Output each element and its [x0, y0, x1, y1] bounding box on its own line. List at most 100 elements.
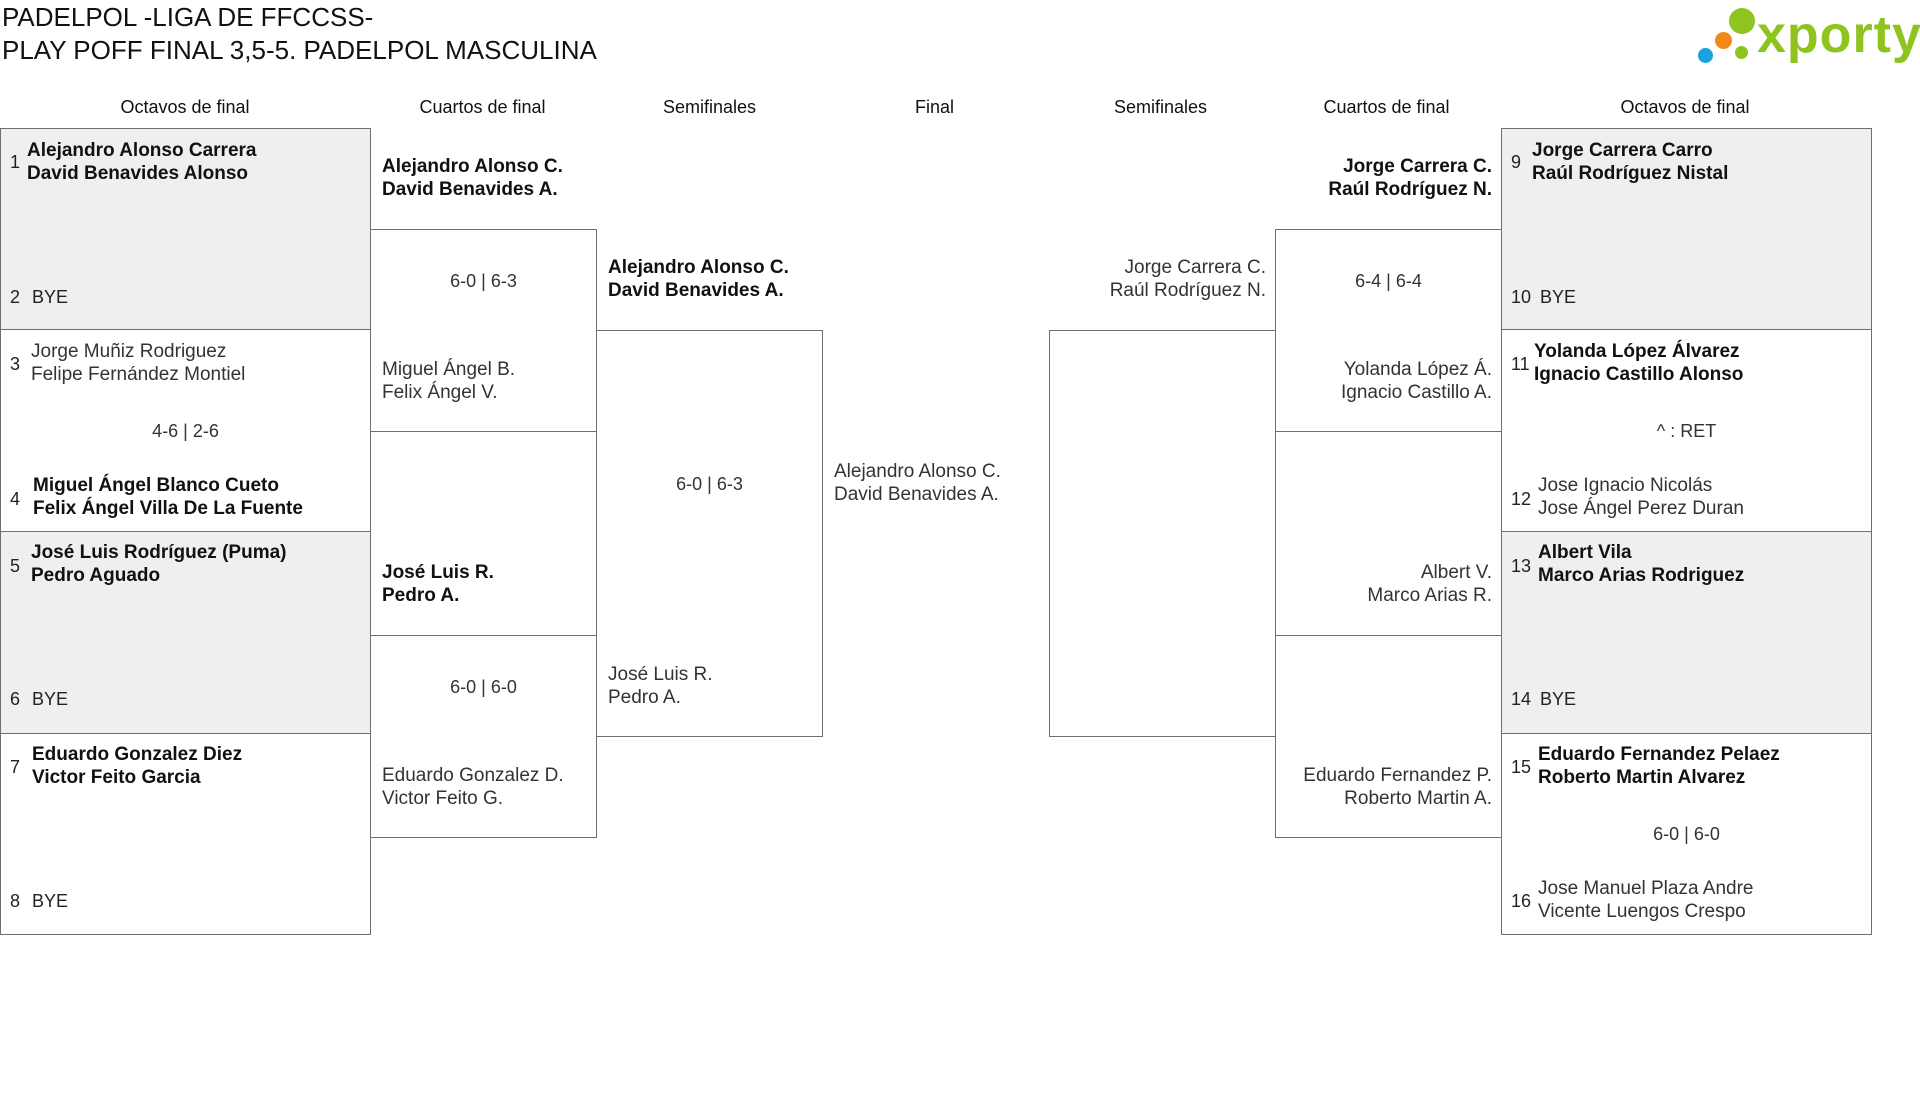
header-final: Final: [914, 97, 954, 117]
player-name: Victor Feito Garcia: [32, 767, 201, 788]
right-qf-m2-team2: Eduardo Fernandez P. Roberto Martin A.: [1303, 764, 1492, 810]
left-r16-match-1: [0, 128, 371, 330]
player-name: Alejandro Alonso Carrera: [27, 140, 257, 161]
logo-dot-green-small: [1735, 46, 1748, 59]
right-r16-m3-team: Albert Vila Marco Arias Rodriguez: [1538, 541, 1744, 587]
left-qf-m1-team1: Alejandro Alonso C. David Benavides A.: [382, 155, 563, 201]
player-name: Jorge Carrera C.: [1343, 156, 1492, 177]
player-name: Felipe Fernández Montiel: [31, 364, 246, 385]
player-name: Pedro Aguado: [31, 565, 161, 586]
player-name: Raúl Rodríguez Nistal: [1532, 163, 1729, 184]
player-name: Jorge Carrera C.: [1124, 257, 1267, 278]
player-name: Jorge Muñiz Rodriguez: [31, 341, 227, 362]
header-left-qf: Cuartos de final: [419, 97, 546, 117]
player-name: Marco Arias R.: [1367, 585, 1492, 606]
logo-dot-blue: [1698, 48, 1713, 63]
player-name: Roberto Martin A.: [1344, 788, 1492, 809]
player-name: Eduardo Gonzalez Diez: [32, 744, 243, 765]
match-score: 6-0 | 6-3: [450, 271, 517, 291]
right-r16-m4-team1: Eduardo Fernandez Pelaez Roberto Martin …: [1538, 743, 1780, 789]
left-qf-m2-team1: José Luis R. Pedro A.: [382, 561, 494, 607]
player-name: Jose Ignacio Nicolás: [1538, 475, 1713, 496]
right-r16-match-3: [1501, 531, 1872, 734]
player-name: José Luis R.: [382, 562, 494, 583]
seed-8: 8: [10, 891, 21, 911]
match-score: 4-6 | 2-6: [152, 421, 219, 441]
player-name: Eduardo Fernandez P.: [1303, 765, 1492, 786]
player-name: Albert V.: [1420, 562, 1492, 583]
player-name: Alejandro Alonso C.: [834, 461, 1001, 482]
header-right-qf: Cuartos de final: [1323, 97, 1450, 117]
right-qf-m2-team1: Albert V. Marco Arias R.: [1367, 561, 1492, 607]
match-score: 6-0 | 6-3: [676, 474, 743, 494]
logo-dot-orange: [1715, 32, 1732, 49]
player-name: José Luis R.: [608, 664, 713, 685]
bye-label: BYE: [32, 891, 69, 911]
left-r16-m2-team2: Miguel Ángel Blanco Cueto Felix Ángel Vi…: [33, 474, 303, 520]
header-right-r16: Octavos de final: [1620, 97, 1750, 117]
page-title-line2: PLAY POFF FINAL 3,5-5. PADELPOL MASCULIN…: [2, 35, 597, 65]
player-name: Ignacio Castillo A.: [1340, 382, 1492, 403]
bye-label: BYE: [32, 689, 69, 709]
player-name: Felix Ángel V.: [382, 382, 498, 403]
left-r16-match-3: [0, 531, 371, 734]
player-name: Vicente Luengos Crespo: [1538, 901, 1746, 922]
player-name: Jorge Carrera Carro: [1532, 140, 1713, 161]
player-name: Raúl Rodríguez N.: [1109, 280, 1266, 301]
player-name: Albert Vila: [1538, 542, 1632, 563]
player-name: Eduardo Fernandez Pelaez: [1538, 744, 1780, 765]
player-name: Roberto Martin Alvarez: [1538, 767, 1746, 788]
left-r16-m1-team: Alejandro Alonso Carrera David Benavides…: [27, 139, 256, 185]
right-qf-m1-team1: Jorge Carrera C. Raúl Rodríguez N.: [1328, 155, 1492, 201]
right-r16-m2-team2: Jose Ignacio Nicolás Jose Ángel Perez Du…: [1538, 474, 1744, 520]
xporty-logo: xporty: [1695, 4, 1920, 66]
player-name: Jose Manuel Plaza Andre: [1538, 878, 1754, 899]
bye-label: BYE: [32, 287, 69, 307]
seed-1: 1: [10, 152, 21, 172]
player-name: David Benavides A.: [834, 484, 999, 505]
seed-13: 13: [1511, 556, 1532, 576]
seed-12: 12: [1511, 489, 1532, 509]
player-name: Raúl Rodríguez N.: [1328, 179, 1492, 200]
player-name: Felix Ángel Villa De La Fuente: [33, 498, 303, 519]
header-right-sf: Semifinales: [1113, 97, 1208, 117]
left-sf-match: [596, 330, 823, 737]
left-sf-team1: Alejandro Alonso C. David Benavides A.: [608, 256, 789, 302]
right-qf-m1-team2: Yolanda López Á. Ignacio Castillo A.: [1341, 358, 1492, 404]
header-left-sf: Semifinales: [662, 97, 757, 117]
seed-14: 14: [1511, 689, 1532, 709]
left-sf-team2: José Luis R. Pedro A.: [608, 663, 713, 709]
player-name: David Benavides A.: [382, 179, 558, 200]
match-score: 6-4 | 6-4: [1355, 271, 1422, 291]
player-name: Ignacio Castillo Alonso: [1534, 364, 1744, 385]
page-title-line1: PADELPOL -LIGA DE FFCCSS-: [2, 2, 374, 32]
player-name: Jose Ángel Perez Duran: [1538, 498, 1744, 519]
logo-dot-green: [1729, 8, 1755, 34]
seed-6: 6: [10, 689, 21, 709]
right-sf-team1: Jorge Carrera C. Raúl Rodríguez N.: [1110, 256, 1266, 302]
player-name: David Benavides Alonso: [27, 163, 249, 184]
right-sf-match: [1049, 330, 1276, 737]
seed-4: 4: [10, 489, 21, 509]
right-r16-match-4: [1501, 733, 1872, 935]
right-r16-m4-team2: Jose Manuel Plaza Andre Vicente Luengos …: [1538, 877, 1753, 923]
seed-3: 3: [10, 354, 21, 374]
player-name: Eduardo Gonzalez D.: [382, 765, 564, 786]
player-name: Miguel Ángel B.: [382, 359, 516, 380]
seed-15: 15: [1511, 757, 1532, 777]
seed-7: 7: [10, 757, 21, 777]
left-qf-m1-team2: Miguel Ángel B. Felix Ángel V.: [382, 358, 515, 404]
seed-9: 9: [1511, 152, 1522, 172]
left-qf-m2-team2: Eduardo Gonzalez D. Victor Feito G.: [382, 764, 564, 810]
player-name: Miguel Ángel Blanco Cueto: [33, 475, 279, 496]
seed-11: 11: [1511, 354, 1530, 374]
header-left-r16: Octavos de final: [120, 97, 250, 117]
seed-2: 2: [10, 287, 21, 307]
player-name: Pedro A.: [608, 687, 681, 708]
final-winner: Alejandro Alonso C. David Benavides A.: [834, 460, 1001, 506]
seed-16: 16: [1511, 891, 1532, 911]
left-r16-m3-team: José Luis Rodríguez (Puma) Pedro Aguado: [31, 541, 286, 587]
player-name: Victor Feito G.: [382, 788, 504, 809]
bye-label: BYE: [1540, 689, 1577, 709]
player-name: David Benavides A.: [608, 280, 784, 301]
